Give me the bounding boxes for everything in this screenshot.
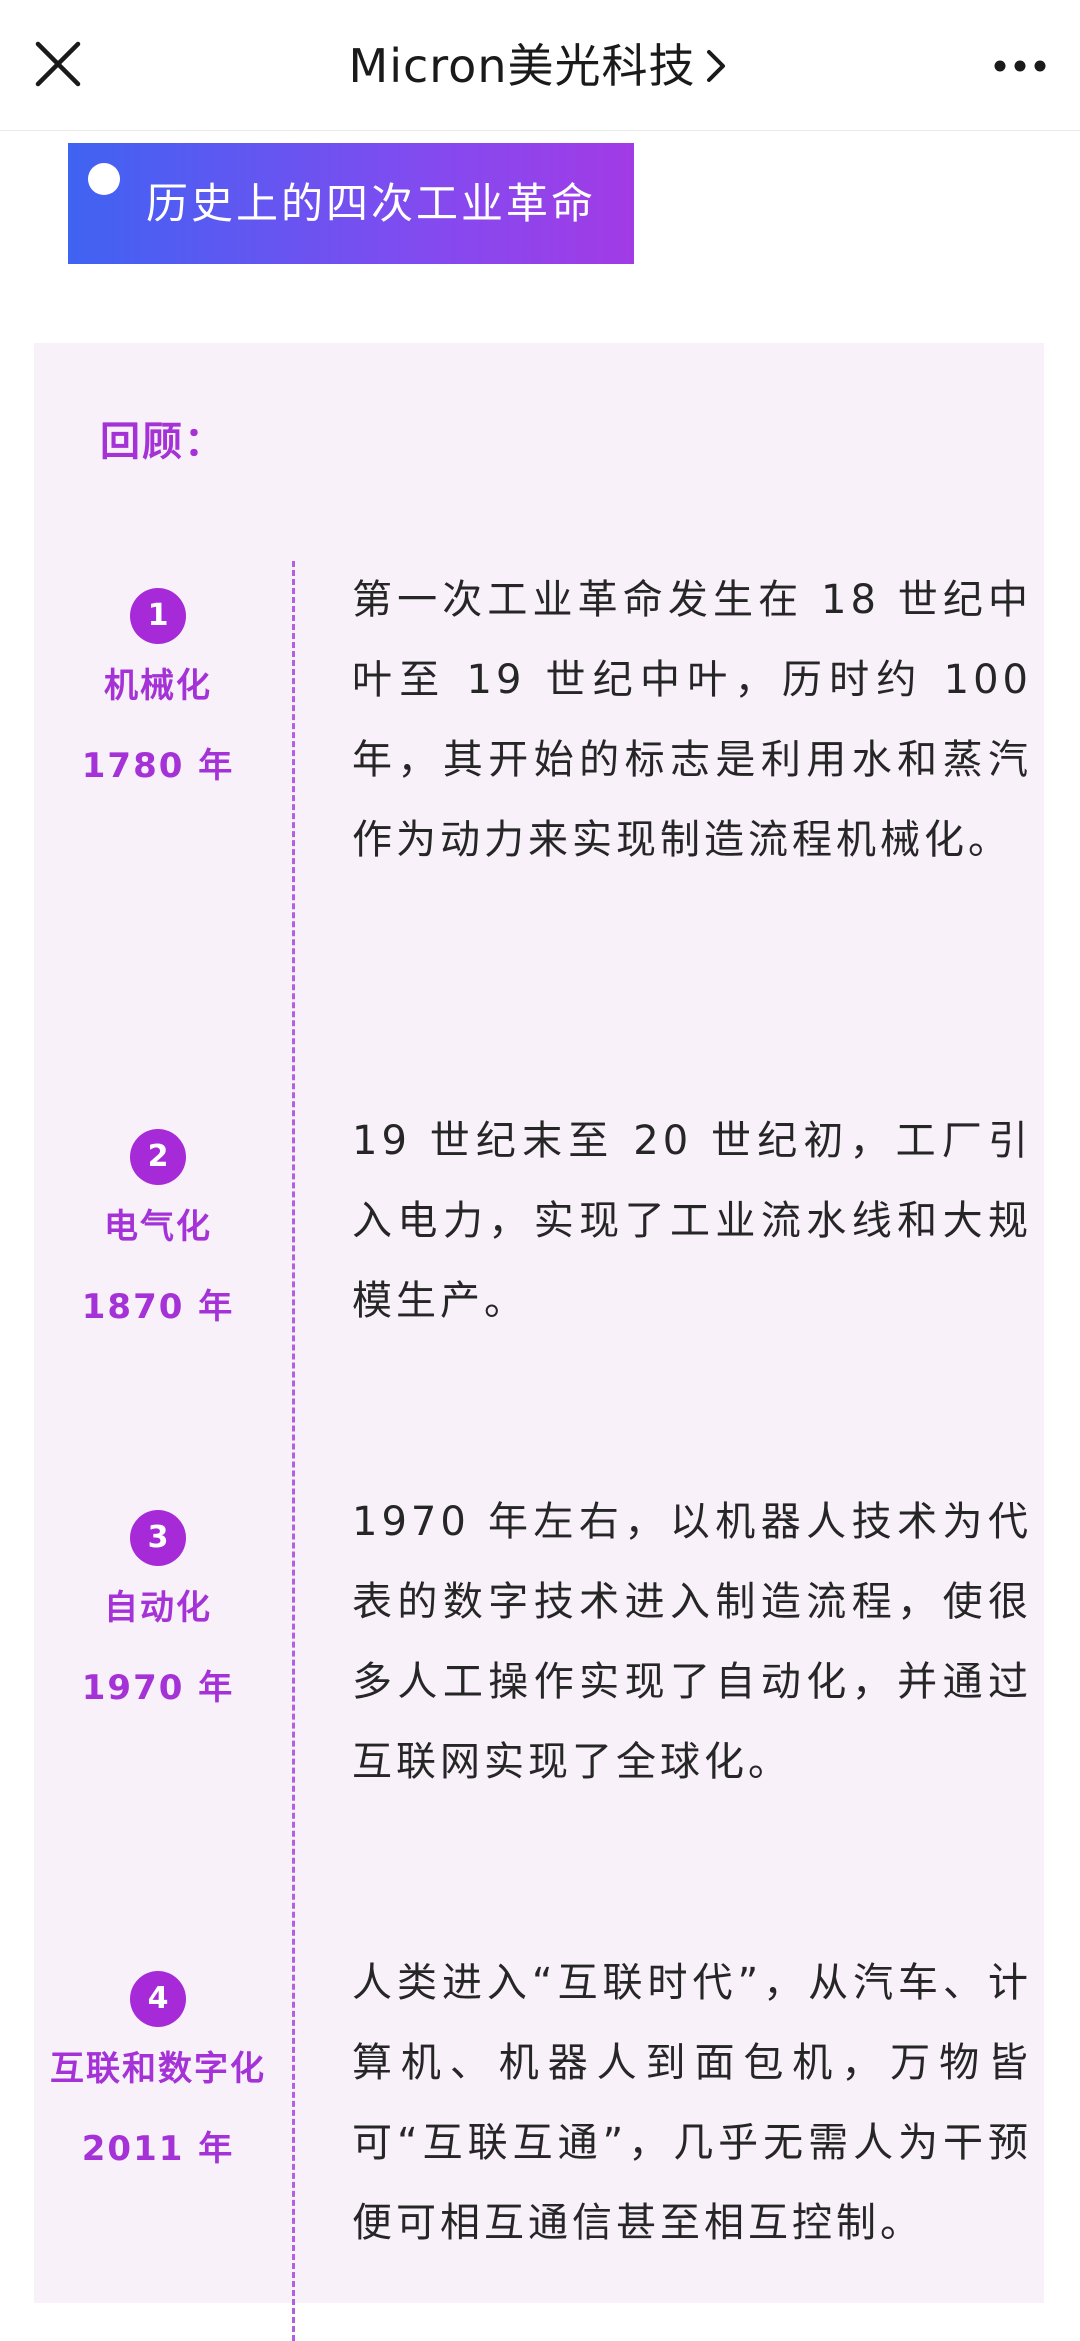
phase-label: 互联和数字化 bbox=[50, 2049, 266, 2089]
section-banner: 历史上的四次工业革命 bbox=[68, 143, 634, 264]
year-label: 1970 年 bbox=[81, 1668, 235, 1708]
review-card: 回顾： 1 机械化 1780 年 第一次工业革命发生在 18 世纪中叶至 19 … bbox=[34, 343, 1044, 2341]
step-number-badge: 3 bbox=[130, 1510, 186, 1566]
timeline-entry-meta: 3 自动化 1970 年 bbox=[34, 1510, 282, 1728]
banner-dot-icon bbox=[88, 163, 120, 195]
entry-description: 人类进入“互联时代”，从汽车、计算机、机器人到面包机，万物皆可“互联互通”，几乎… bbox=[352, 1960, 1032, 2246]
year-label: 1780 年 bbox=[81, 746, 235, 786]
entry-description: 19 世纪末至 20 世纪初，工厂引入电力，实现了工业流水线和大规模生产。 bbox=[352, 1118, 1032, 1324]
step-number-badge: 4 bbox=[130, 1971, 186, 2027]
phase-label: 电气化 bbox=[104, 1207, 212, 1247]
step-number-badge: 1 bbox=[130, 588, 186, 644]
timeline-entry-meta: 1 机械化 1780 年 bbox=[34, 588, 282, 806]
more-icon[interactable] bbox=[990, 46, 1050, 86]
year-label: 1870 年 bbox=[81, 1287, 235, 1327]
timeline-entry-meta: 4 互联和数字化 2011 年 bbox=[34, 1971, 282, 2189]
step-number-badge: 2 bbox=[130, 1129, 186, 1185]
timeline-entry-meta: 2 电气化 1870 年 bbox=[34, 1129, 282, 1347]
close-icon[interactable] bbox=[30, 36, 86, 92]
year-label: 2011 年 bbox=[81, 2129, 235, 2169]
account-title-link[interactable]: Micron美光科技 bbox=[0, 36, 1080, 96]
chevron-right-icon bbox=[707, 50, 726, 82]
account-name: Micron美光科技 bbox=[348, 39, 696, 93]
review-label: 回顾： bbox=[100, 419, 226, 465]
entry-description: 1970 年左右，以机器人技术为代表的数字技术进入制造流程，使很多人工操作实现了… bbox=[352, 1499, 1032, 1785]
phase-label: 机械化 bbox=[104, 666, 212, 706]
section-title: 历史上的四次工业革命 bbox=[146, 179, 597, 228]
entry-description: 第一次工业革命发生在 18 世纪中叶至 19 世纪中叶，历时约 100 年，其开… bbox=[352, 577, 1032, 863]
timeline-dashed-line bbox=[292, 561, 295, 2341]
phase-label: 自动化 bbox=[104, 1588, 212, 1628]
top-navigation-bar: Micron美光科技 bbox=[0, 0, 1080, 131]
